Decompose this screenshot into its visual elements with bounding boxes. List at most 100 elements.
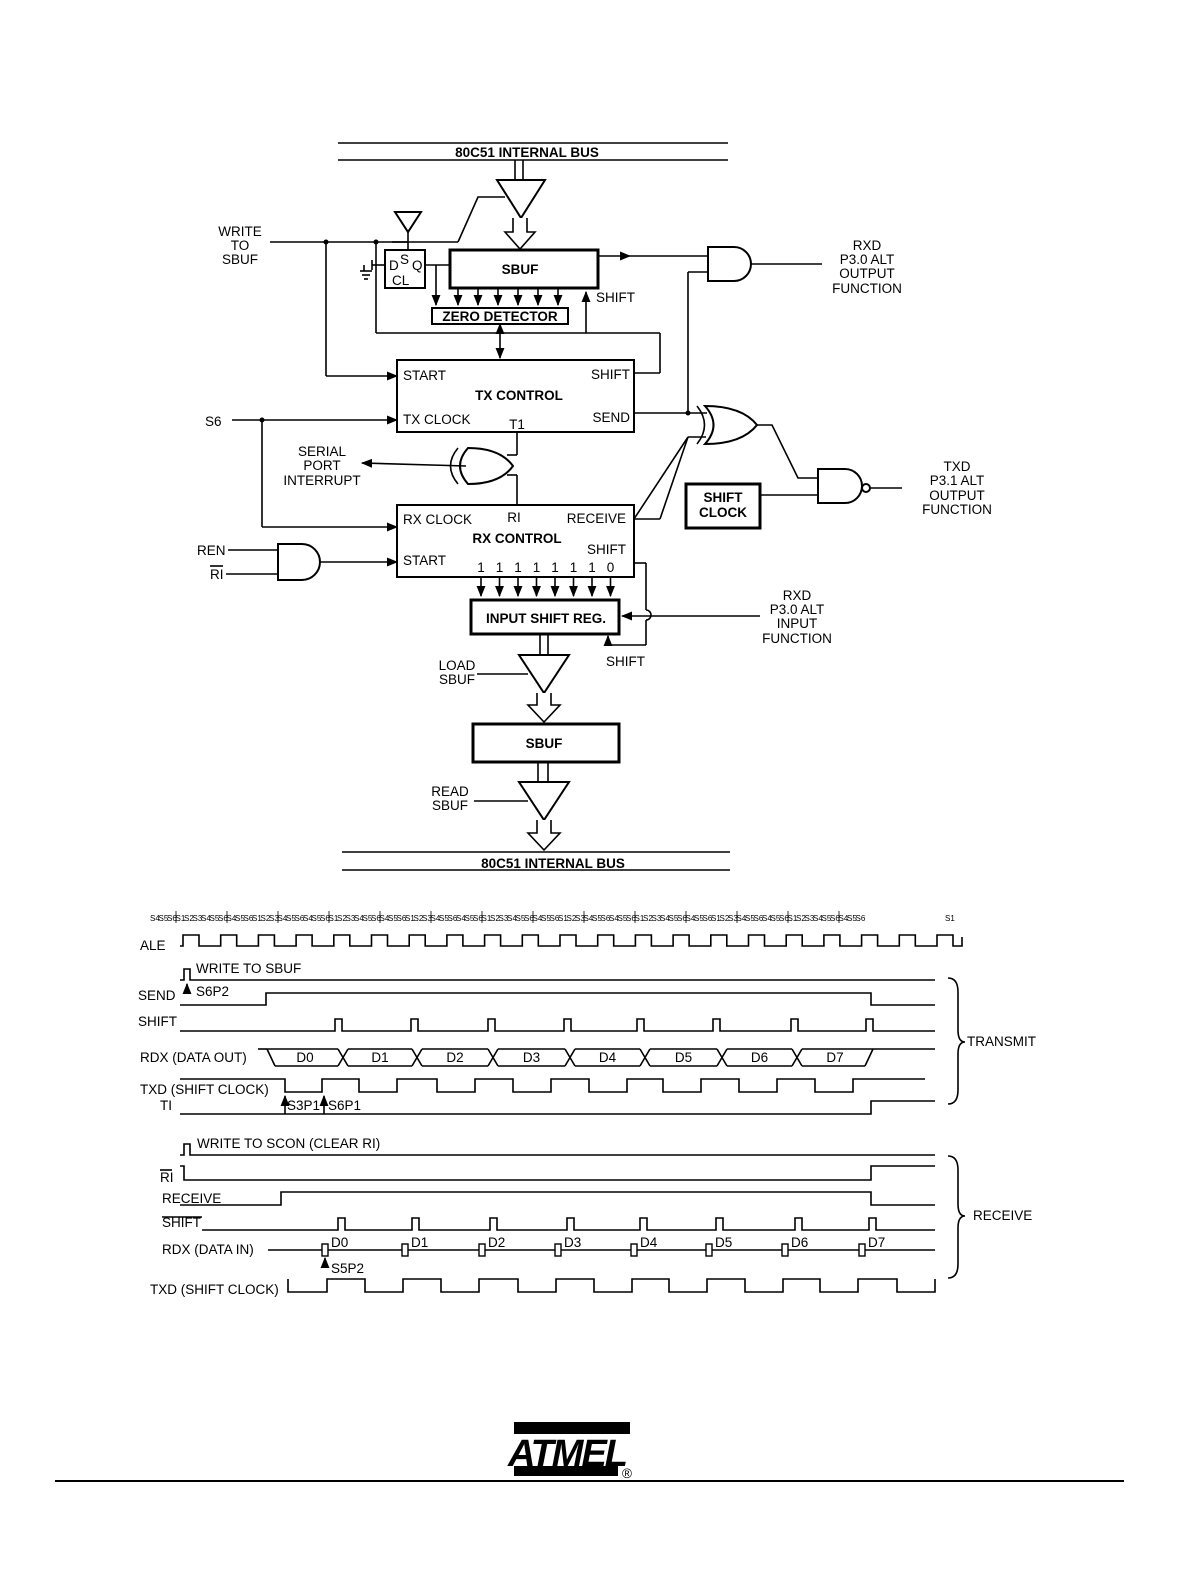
rxd-out-4: FUNCTION (832, 281, 902, 296)
footer: ATMEL ® (55, 1422, 1124, 1482)
load-buffer-triangle (517, 654, 571, 695)
state-label: S5 (312, 914, 322, 923)
data-out-cell-3 (492, 1048, 571, 1067)
ff-q: Q (412, 258, 423, 273)
read-buffer-triangle (517, 781, 571, 822)
rxd-in-2: P3.0 ALT (770, 602, 825, 617)
shift-t-waveform (180, 1018, 935, 1032)
state-label: S1 (482, 914, 492, 923)
state-label: S4 (303, 914, 313, 923)
state-label: S2 (337, 914, 347, 923)
state-label: S4 (507, 914, 517, 923)
state-label: S4 (431, 914, 441, 923)
txd-out-1: TXD (944, 459, 971, 474)
txd-nand-gate (817, 468, 863, 504)
rxd-in-4: FUNCTION (762, 631, 832, 646)
data-in-sample-7 (858, 1243, 866, 1257)
data-out-cell-7 (796, 1048, 874, 1067)
send-receive-or-gate (702, 404, 759, 446)
state-label: S5 (694, 914, 704, 923)
receive-brace (947, 1155, 966, 1279)
state-label: S4 (686, 914, 696, 923)
bottom-internal-bus: 80C51 INTERNAL BUS (342, 851, 730, 871)
rx-receive: RECEIVE (567, 511, 626, 526)
rx-bit-5: 1 (570, 560, 578, 575)
isr-shift-label: SHIFT (606, 654, 645, 669)
state-label: S5 (745, 914, 755, 923)
data-in-bit-3: D3 (564, 1235, 581, 1250)
write-buffer-triangle (495, 179, 547, 220)
data-in-sample-5 (705, 1243, 713, 1257)
state-label: S4 (278, 914, 288, 923)
state-label: S5 (388, 914, 398, 923)
state-label: S1 (329, 914, 339, 923)
zero-detector: ZERO DETECTOR (431, 307, 569, 325)
state-label: S6 (448, 914, 458, 923)
write-scon-pulse (180, 1143, 935, 1156)
send-label: SEND (138, 988, 176, 1003)
write-sbuf-pulse (180, 968, 935, 981)
isr-label: INPUT SHIFT REG. (486, 611, 606, 626)
data-in-bit-0: D0 (331, 1235, 348, 1250)
state-label: S5 (516, 914, 526, 923)
ren-ri-and-gate (277, 543, 321, 581)
input-shift-reg: INPUT SHIFT REG. (469, 598, 621, 636)
state-label: S2 (796, 914, 806, 923)
ri-t-label: RI (160, 1170, 174, 1185)
shift-t-label: SHIFT (138, 1014, 177, 1029)
rxd-in-1: RXD (783, 588, 812, 603)
write-sbuf-label: WRITE TO SBUF (196, 961, 301, 976)
load-sbuf-2: SBUF (439, 672, 475, 687)
state-label: S5 (439, 914, 449, 923)
rx-shift: SHIFT (587, 542, 626, 557)
tx-start: START (403, 368, 446, 383)
state-label: S4 (584, 914, 594, 923)
state-label: S4 (201, 914, 211, 923)
ri-bar-label: RI (210, 567, 224, 582)
state-last-label: S1 (945, 914, 955, 923)
shift-clock-1: SHIFT (704, 490, 744, 505)
state-label: S1 (558, 914, 568, 923)
d-flip-flop: D S Q CL (384, 249, 426, 289)
state-label: S5 (771, 914, 781, 923)
data-in-bit-4: D4 (640, 1235, 658, 1250)
rx-bit-3: 1 (533, 560, 541, 575)
state-label: S2 (184, 914, 194, 923)
state-label: S6 (703, 914, 713, 923)
sbuf-shift-label: SHIFT (596, 290, 635, 305)
data-in-sample-3 (554, 1243, 562, 1257)
state-label: S6 (371, 914, 381, 923)
state-label: S5 (669, 914, 679, 923)
state-label: S6 (244, 914, 254, 923)
rx-control-title: RX CONTROL (472, 531, 561, 546)
write-to-sbuf-2: TO (231, 238, 250, 253)
rdx-out-label: RDX (DATA OUT) (140, 1050, 247, 1065)
data-out-bit-3: D3 (523, 1050, 540, 1065)
txd-t-label: TXD (SHIFT CLOCK) (140, 1082, 269, 1097)
rx-bit-2: 1 (514, 560, 522, 575)
state-label: S5 (541, 914, 551, 923)
state-label: S6 (218, 914, 228, 923)
txd-t-waveform (180, 1078, 925, 1093)
state-label: S6 (626, 914, 636, 923)
rx-start: START (403, 553, 446, 568)
load-sbuf-1: LOAD (439, 658, 476, 673)
state-label: S2 (490, 914, 500, 923)
data-out-bit-2: D2 (446, 1050, 463, 1065)
rxd-out-1: RXD (853, 238, 882, 253)
bottom-bus-label: 80C51 INTERNAL BUS (481, 856, 625, 871)
state-label: S3 (652, 914, 662, 923)
rxd-out-3: OUTPUT (839, 266, 895, 281)
state-label: S4 (762, 914, 772, 923)
state-label: S5 (822, 914, 832, 923)
state-label: S6 (167, 914, 177, 923)
tx-control-block: START SHIFT TX CONTROL TX CLOCK SEND T1 (396, 359, 635, 433)
receive-label: RECEIVE (973, 1208, 1032, 1223)
tx-shift: SHIFT (591, 367, 630, 382)
state-label: S2 (720, 914, 730, 923)
s6p1-label: S6P1 (328, 1098, 361, 1113)
rx-bit-7: 0 (607, 560, 615, 575)
state-label: S5 (363, 914, 373, 923)
state-label: S4 (380, 914, 390, 923)
